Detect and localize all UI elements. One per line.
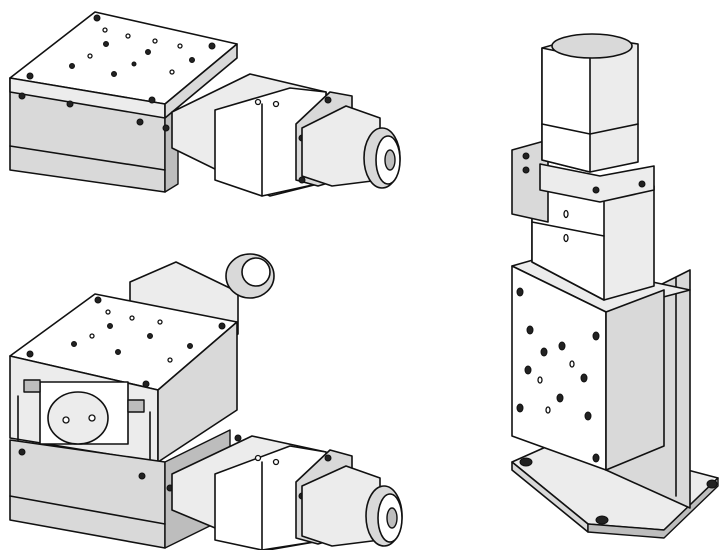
z-motor-flange <box>539 163 655 203</box>
stage1-table-side-edge <box>164 43 238 119</box>
z-mounting-holes <box>516 287 600 463</box>
z-side-bracket <box>511 139 549 223</box>
single-axis-stage <box>9 11 401 197</box>
z-motor-front <box>541 47 591 173</box>
xy-stage <box>9 253 403 550</box>
z-carriage-side <box>605 289 665 471</box>
z-motor-top-cap <box>551 33 633 59</box>
xy-front-motor-cap <box>47 391 109 445</box>
xy-mounting-holes <box>26 296 226 388</box>
stage1-mounting-holes <box>26 14 216 104</box>
z-foot-plate-edge-right <box>587 477 719 539</box>
z-axis-stage <box>511 33 719 539</box>
xy-upper-side <box>157 321 238 463</box>
